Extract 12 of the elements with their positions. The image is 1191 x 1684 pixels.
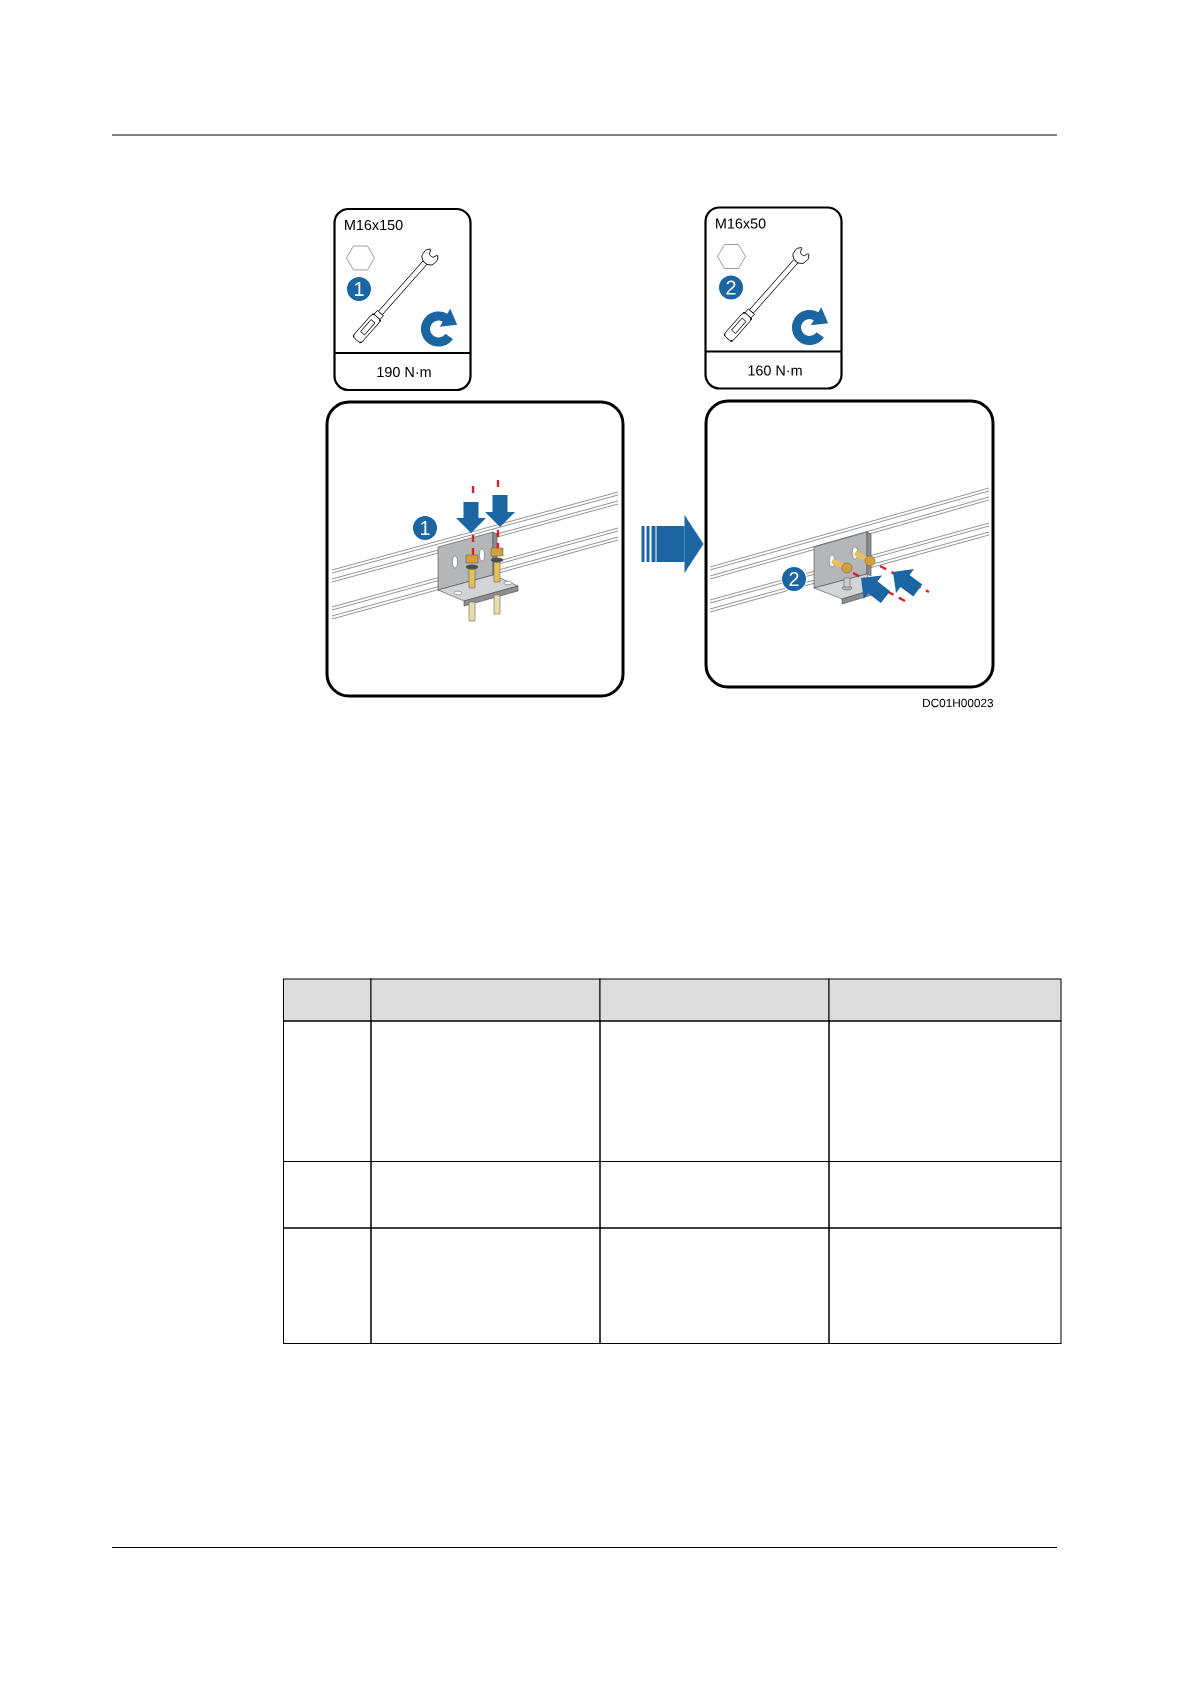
illustration-panel: [704, 399, 995, 689]
illustration-panel: [325, 400, 625, 698]
torque-value: 160 N·m: [748, 365, 802, 376]
transition-arrow: [641, 515, 704, 573]
torque-value: 190 N·m: [377, 366, 431, 378]
step-number: 1: [346, 276, 372, 302]
step-number: 2: [718, 274, 744, 301]
bolt-size: M16x150: [345, 219, 403, 231]
step-number: 2: [781, 566, 807, 592]
figure-code: DC01H00023: [923, 698, 994, 708]
step-number: 1: [412, 515, 438, 541]
bolt-size: M16x50: [716, 218, 766, 229]
